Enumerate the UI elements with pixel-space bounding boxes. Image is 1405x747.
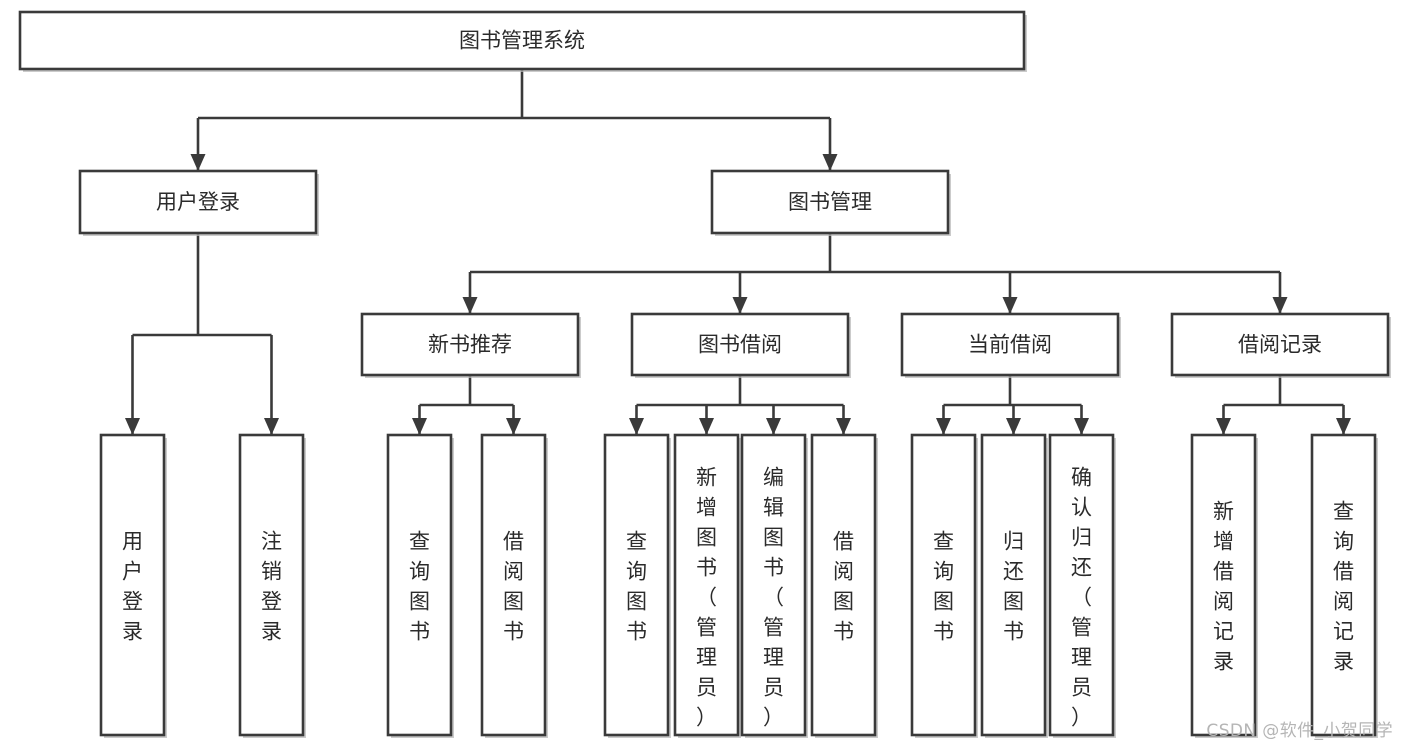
node-box[interactable]: [1048, 433, 1115, 737]
node-current-borrow[interactable]: 当前借阅: [900, 312, 1121, 378]
node-label: 用户登录: [156, 190, 240, 214]
node-box[interactable]: [99, 433, 166, 737]
node-leaf-logout[interactable]: 注销登录: [238, 433, 306, 738]
node-leaf-query-book-rec[interactable]: 查询图书: [386, 433, 454, 738]
node-leaf-borrow-book[interactable]: 借阅图书: [810, 433, 878, 738]
connector-group-current-borrow: [936, 375, 1089, 435]
connector-group-book-borrow: [629, 375, 851, 435]
connector-group-root: [190, 69, 838, 171]
node-box[interactable]: [1190, 433, 1257, 737]
node-borrow-record[interactable]: 借阅记录: [1170, 312, 1391, 378]
node-leaf-query-book-borrow[interactable]: 查询图书: [603, 433, 671, 738]
node-box[interactable]: [980, 433, 1047, 737]
node-label: 查询图书: [409, 529, 430, 643]
node-box[interactable]: [480, 433, 547, 737]
node-user-login[interactable]: 用户登录: [78, 169, 319, 236]
node-label: 编辑图书（管理员）: [763, 465, 784, 729]
connector-group-user-login: [125, 233, 279, 435]
node-label: 借阅记录: [1238, 333, 1322, 357]
node-leaf-user-login[interactable]: 用户登录: [99, 433, 167, 738]
connector-group-borrow-record: [1216, 375, 1351, 435]
node-box[interactable]: [386, 433, 453, 737]
node-new-book-rec[interactable]: 新书推荐: [360, 312, 581, 378]
node-label: 归还图书: [1003, 529, 1024, 643]
node-leaf-return-book[interactable]: 归还图书: [980, 433, 1048, 738]
node-label: 图书借阅: [698, 333, 782, 357]
node-box[interactable]: [900, 312, 1120, 377]
node-label: 用户登录: [122, 529, 143, 643]
node-label: 新书推荐: [428, 333, 512, 357]
node-label: 借阅图书: [833, 529, 854, 643]
node-box[interactable]: [630, 312, 850, 377]
node-label: 确认归还（管理员）: [1071, 465, 1092, 729]
node-label: 查询借阅记录: [1333, 499, 1354, 673]
node-box[interactable]: [910, 433, 977, 737]
node-root[interactable]: 图书管理系统: [18, 10, 1027, 72]
node-box[interactable]: [360, 312, 580, 377]
node-book-borrow[interactable]: 图书借阅: [630, 312, 851, 378]
node-box[interactable]: [710, 169, 950, 235]
node-box[interactable]: [603, 433, 670, 737]
node-box[interactable]: [1170, 312, 1390, 377]
node-label: 新增图书（管理员）: [696, 465, 717, 729]
node-label: 新增借阅记录: [1213, 499, 1234, 673]
node-label: 查询图书: [933, 529, 954, 643]
node-leaf-edit-book[interactable]: 编辑图书（管理员）: [740, 433, 808, 738]
connector-group-new-book-rec: [412, 375, 521, 435]
node-label: 借阅图书: [503, 529, 524, 643]
node-box[interactable]: [18, 10, 1026, 71]
node-label: 当前借阅: [968, 333, 1052, 357]
node-leaf-query-record[interactable]: 查询借阅记录: [1310, 433, 1378, 738]
connector-group-book-manage: [462, 233, 1288, 314]
node-leaf-confirm-return[interactable]: 确认归还（管理员）: [1048, 433, 1116, 738]
node-book-manage[interactable]: 图书管理: [710, 169, 951, 236]
node-box[interactable]: [78, 169, 318, 235]
node-box[interactable]: [740, 433, 807, 737]
node-box[interactable]: [673, 433, 740, 737]
node-leaf-add-record[interactable]: 新增借阅记录: [1190, 433, 1258, 738]
node-layer: 图书管理系统用户登录图书管理新书推荐图书借阅当前借阅借阅记录用户登录注销登录查询…: [18, 10, 1391, 738]
node-box[interactable]: [810, 433, 877, 737]
node-label: 图书管理: [788, 190, 872, 214]
node-leaf-query-book-cur[interactable]: 查询图书: [910, 433, 978, 738]
node-label: 注销登录: [261, 529, 282, 643]
node-box[interactable]: [1310, 433, 1377, 737]
connector-layer: [125, 69, 1351, 435]
node-label: 图书管理系统: [459, 29, 585, 53]
node-leaf-borrow-book-rec[interactable]: 借阅图书: [480, 433, 548, 738]
node-leaf-add-book[interactable]: 新增图书（管理员）: [673, 433, 741, 738]
node-box[interactable]: [238, 433, 305, 737]
node-label: 查询图书: [626, 529, 647, 643]
